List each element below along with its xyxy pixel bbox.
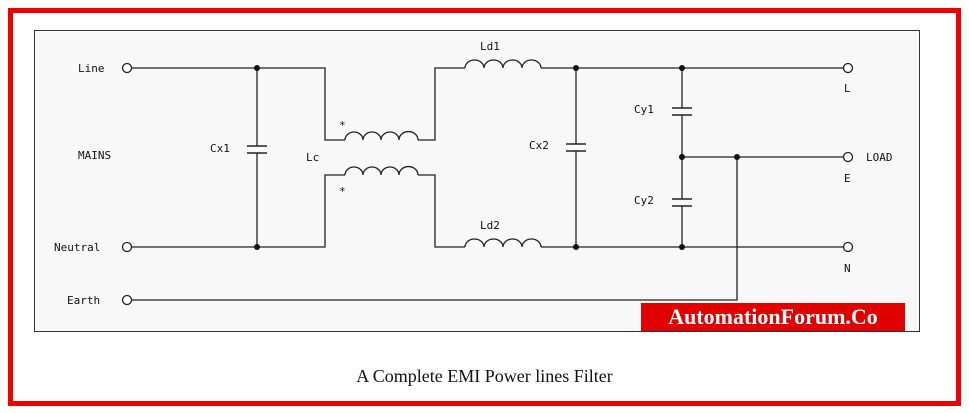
- ld1-label: Ld1: [480, 40, 500, 53]
- output-l-label: L: [844, 82, 851, 95]
- earth-wire: [132, 157, 738, 301]
- lc-bottom-to-ld2-wire: [418, 174, 465, 248]
- lc-dot-bottom-label: *: [339, 185, 346, 198]
- figure-caption: A Complete EMI Power lines Filter: [356, 366, 613, 386]
- earth-label: Earth: [67, 294, 100, 307]
- neutral-terminal: [121, 241, 133, 253]
- cy1-label: Cy1: [634, 103, 654, 116]
- output-e-terminal: [842, 151, 854, 163]
- load-label: LOAD: [866, 151, 893, 164]
- ld1-inductor: [464, 59, 542, 69]
- line-wire-in: [132, 67, 345, 141]
- junction-dot: [679, 65, 685, 71]
- line-terminal: [121, 62, 133, 74]
- output-l-terminal: [842, 62, 854, 74]
- earth-terminal: [121, 294, 133, 306]
- cy2-capacitor: [672, 157, 692, 247]
- junction-dot: [254, 244, 260, 250]
- schematic-panel: [34, 30, 920, 332]
- ld2-label: Ld2: [480, 219, 500, 232]
- neutral-label: Neutral: [54, 241, 100, 254]
- lc-top-to-ld1-wire: [418, 67, 465, 141]
- automationforum-watermark: AutomationForum.Co: [641, 303, 905, 331]
- output-e-label: E: [844, 172, 851, 185]
- output-n-label: N: [844, 262, 851, 275]
- junction-dot: [573, 65, 579, 71]
- junction-dot: [573, 244, 579, 250]
- cy1-capacitor: [672, 68, 692, 157]
- mains-label: MAINS: [78, 149, 111, 162]
- junction-dot: [679, 154, 685, 160]
- cx1-label: Cx1: [210, 142, 230, 155]
- line-label: Line: [78, 62, 105, 75]
- cx2-label: Cx2: [529, 139, 549, 152]
- junction-dot: [254, 65, 260, 71]
- ld2-inductor: [464, 238, 542, 248]
- lc-common-mode-choke: [344, 130, 419, 176]
- junction-dot: [679, 244, 685, 250]
- lc-dot-top-label: *: [339, 119, 346, 132]
- cy2-label: Cy2: [634, 194, 654, 207]
- cx1-capacitor: [247, 68, 267, 247]
- junction-dot: [734, 154, 740, 160]
- lc-label: Lc: [306, 151, 319, 164]
- output-n-terminal: [842, 241, 854, 253]
- cx2-capacitor: [566, 68, 586, 247]
- neutral-wire-in: [132, 174, 345, 248]
